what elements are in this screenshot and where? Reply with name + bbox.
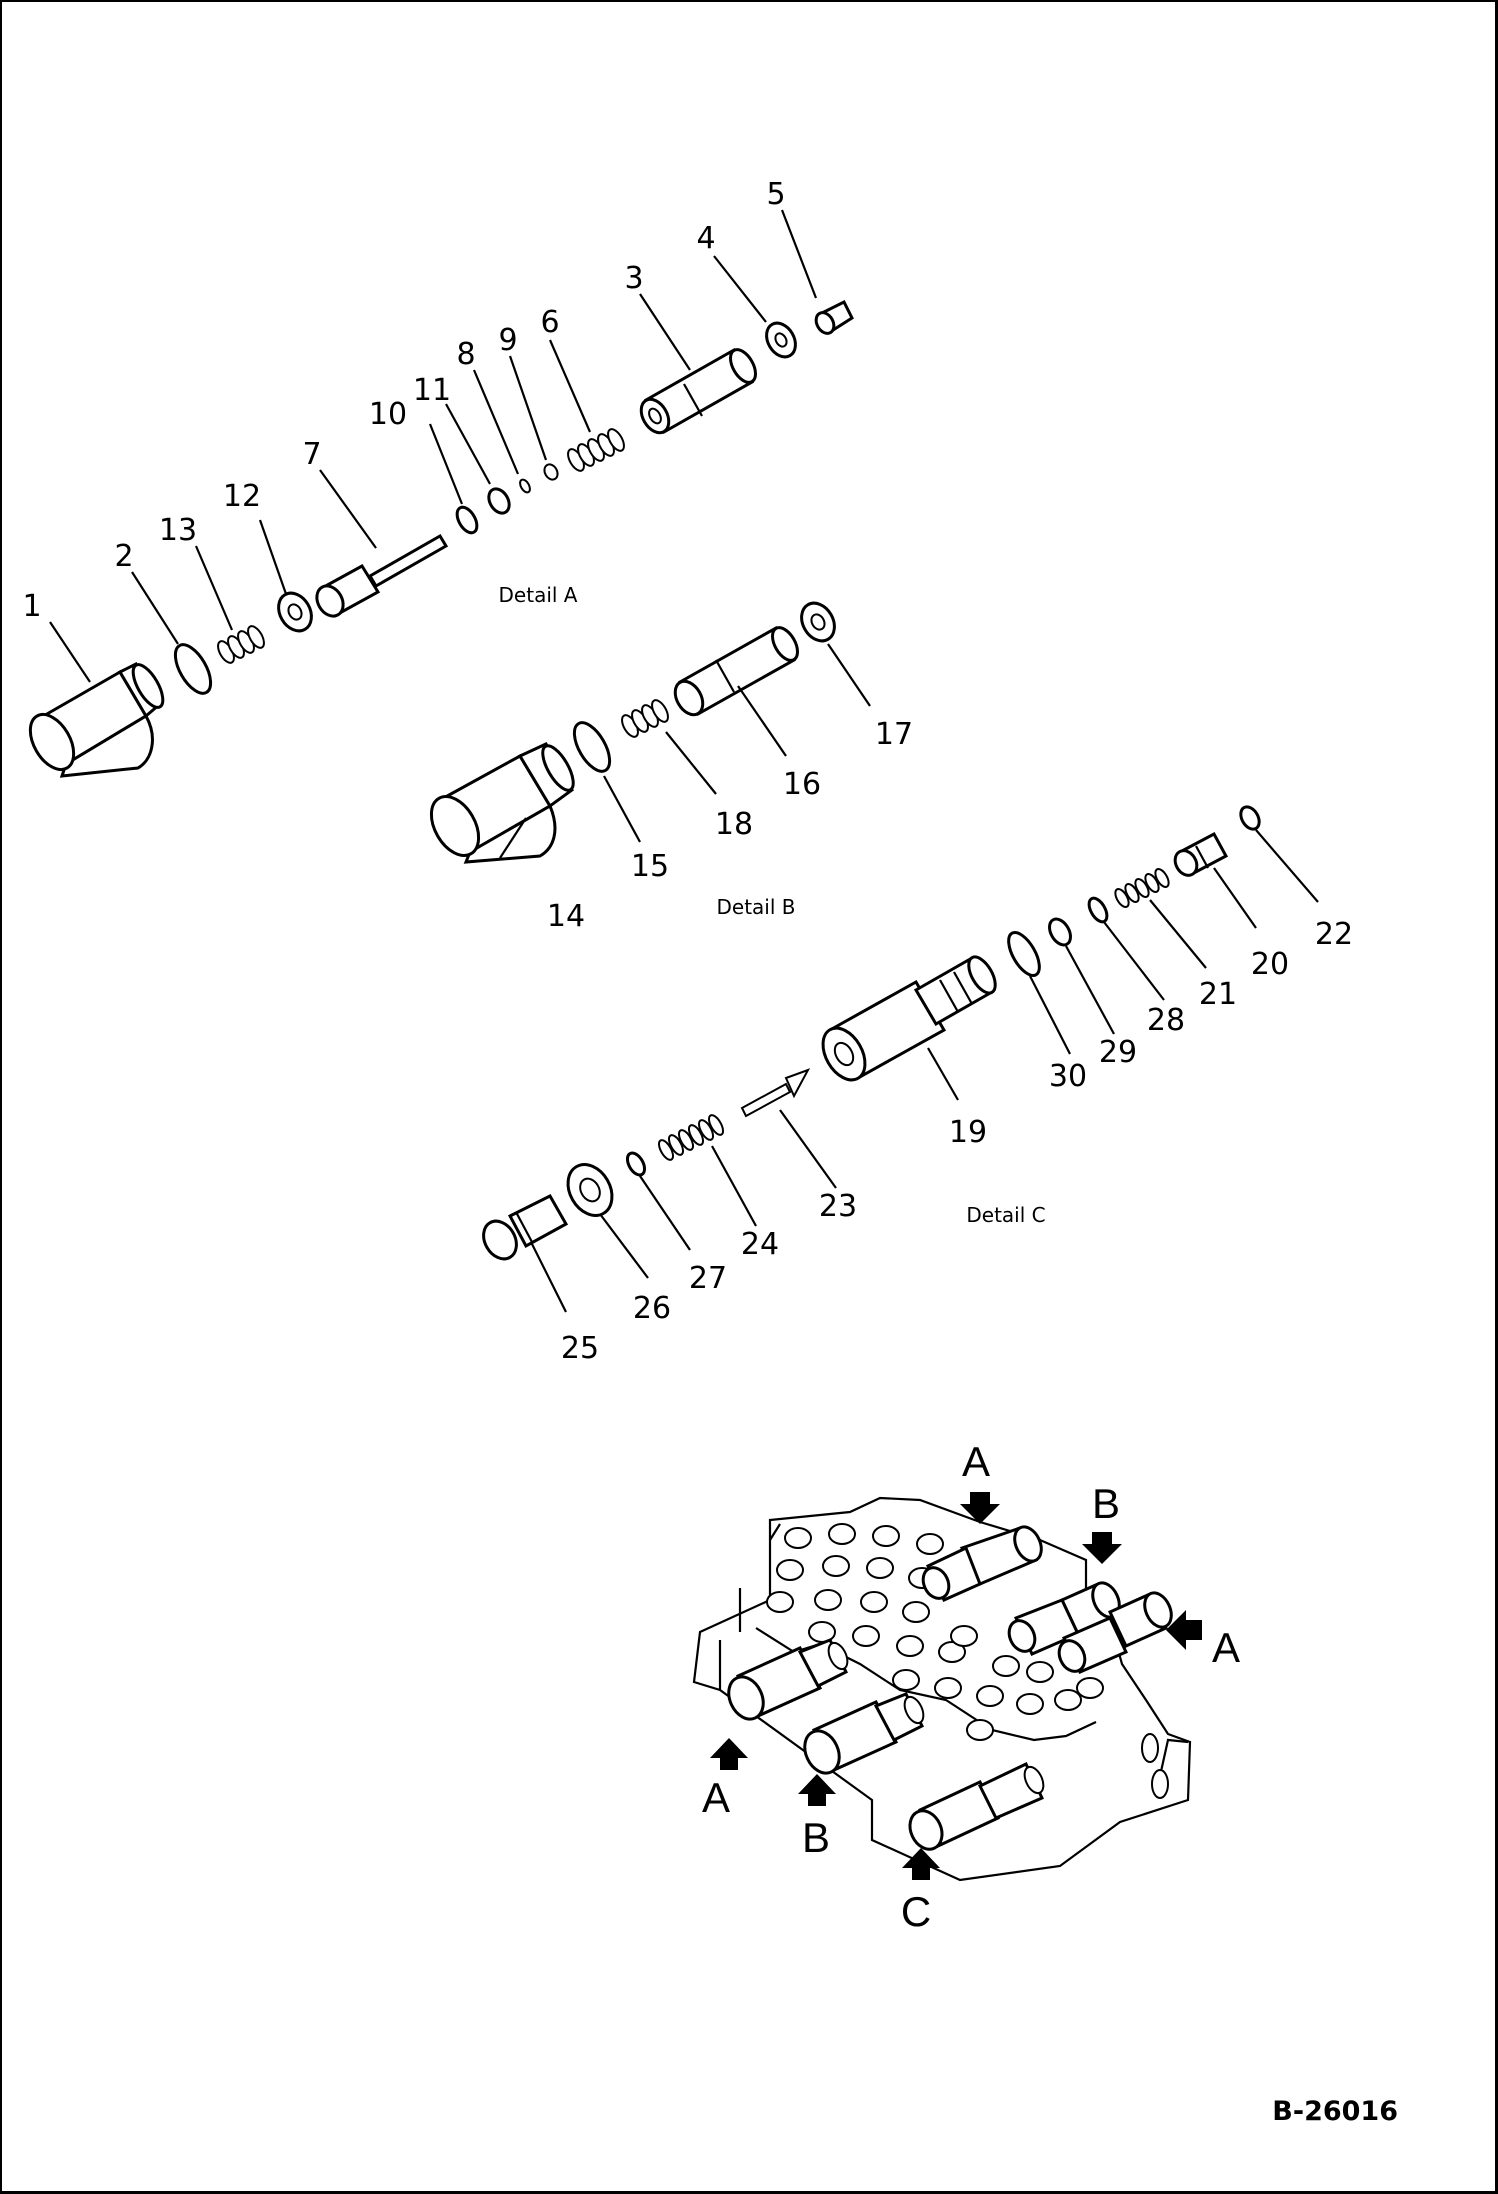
part-17-seal: [800, 601, 836, 643]
callout-27: 27: [689, 1261, 727, 1296]
callout-5: 5: [766, 177, 785, 212]
callout-19: 19: [949, 1115, 987, 1150]
callout-12: 12: [223, 479, 261, 514]
callout-15: 15: [631, 849, 669, 884]
part-20-plug: [1173, 831, 1229, 877]
view-label-a-top: A: [962, 1438, 990, 1485]
callout-8: 8: [456, 337, 475, 372]
callout-3: 3: [624, 261, 643, 296]
part-15-o-ring: [572, 721, 612, 773]
callout-17: 17: [875, 717, 913, 752]
detail-b-assembly: [429, 601, 836, 864]
callout-numbers: 1 2 3 4 5 6 7 8 9 10 11 12 13 14 15 16 1…: [22, 177, 1353, 1366]
part-26-nut: [566, 1163, 614, 1217]
view-label-b-bottom: B: [802, 1814, 830, 1861]
callout-28: 28: [1147, 1003, 1185, 1038]
valve-spool-lower-a: [727, 1638, 849, 1721]
detail-c-caption: Detail C: [966, 1203, 1045, 1227]
valve-spool-lower-c: [908, 1761, 1045, 1851]
callout-11: 11: [413, 373, 451, 408]
callout-20: 20: [1251, 947, 1289, 982]
part-4-seal: [765, 321, 797, 359]
callout-24: 24: [741, 1227, 779, 1262]
part-9-ball: [543, 463, 559, 481]
callout-14: 14: [547, 899, 585, 934]
valve-spool-lower-b: [803, 1692, 925, 1775]
valve-spool-upper-a-right: [1057, 1591, 1173, 1674]
part-30-o-ring: [1007, 931, 1041, 977]
part-23-pin: [740, 1068, 811, 1118]
drawing-code: B-26016: [1272, 2096, 1398, 2127]
callout-10: 10: [369, 397, 407, 432]
valve-spool-upper-a: [921, 1525, 1043, 1602]
arrow-a-right: [1166, 1610, 1202, 1650]
part-18-spring: [621, 699, 669, 738]
arrow-c-bottom: [902, 1848, 940, 1880]
part-22-ring: [1239, 805, 1261, 831]
part-13-spring: [217, 625, 265, 664]
part-1-plug: [28, 662, 165, 778]
callout-7: 7: [302, 437, 321, 472]
part-7-poppet: [315, 533, 449, 618]
callout-18: 18: [715, 807, 753, 842]
callout-30: 30: [1049, 1059, 1087, 1094]
part-10-ring: [455, 505, 479, 535]
detail-b-caption: Detail B: [717, 895, 796, 919]
callout-23: 23: [819, 1189, 857, 1224]
callout-6: 6: [540, 305, 559, 340]
view-label-b-top: B: [1092, 1480, 1120, 1527]
detail-a-assembly: [28, 299, 854, 778]
part-19-body: [821, 955, 997, 1082]
part-24-spring: [658, 1114, 724, 1161]
arrow-b-top: [1082, 1532, 1122, 1564]
view-label-a-right: A: [1212, 1624, 1240, 1671]
arrow-a-left: [710, 1738, 748, 1770]
part-28-ring: [1087, 896, 1109, 924]
callout-9: 9: [498, 323, 517, 358]
part-14-plug: [429, 742, 575, 864]
callout-25: 25: [561, 1331, 599, 1366]
arrow-b-bottom: [798, 1774, 836, 1806]
detail-a-caption: Detail A: [499, 583, 578, 607]
callout-29: 29: [1099, 1035, 1137, 1070]
view-label-c-bottom: C: [901, 1888, 931, 1935]
part-6-spring: [567, 428, 625, 472]
detail-c-assembly: [482, 805, 1261, 1261]
callout-2: 2: [114, 539, 133, 574]
part-8-ring: [519, 478, 531, 494]
part-3-sleeve: [639, 347, 757, 435]
callout-1: 1: [22, 589, 41, 624]
callout-4: 4: [696, 221, 715, 256]
part-2-o-ring: [173, 643, 213, 695]
part-11-washer: [487, 487, 511, 515]
callout-26: 26: [633, 1291, 671, 1326]
leader-lines: [49, 209, 1319, 1313]
callout-22: 22: [1315, 917, 1353, 952]
part-27-ring: [625, 1151, 647, 1177]
callout-13: 13: [159, 513, 197, 548]
view-label-a-left: A: [702, 1774, 730, 1821]
part-21-spring: [1114, 867, 1170, 909]
part-25-screw: [482, 1194, 569, 1261]
part-5-cap: [814, 299, 854, 335]
part-16-sleeve: [673, 625, 799, 717]
part-12-seat: [277, 591, 313, 633]
part-29-washer: [1048, 917, 1072, 947]
valve-spool-upper-b: [1007, 1581, 1121, 1656]
callout-16: 16: [783, 767, 821, 802]
control-valve-assembly: A B A A B C: [692, 1438, 1240, 1935]
valve-port-holes: [766, 1523, 1169, 1799]
callout-21: 21: [1199, 977, 1237, 1012]
arrow-a-top: [960, 1492, 1000, 1524]
